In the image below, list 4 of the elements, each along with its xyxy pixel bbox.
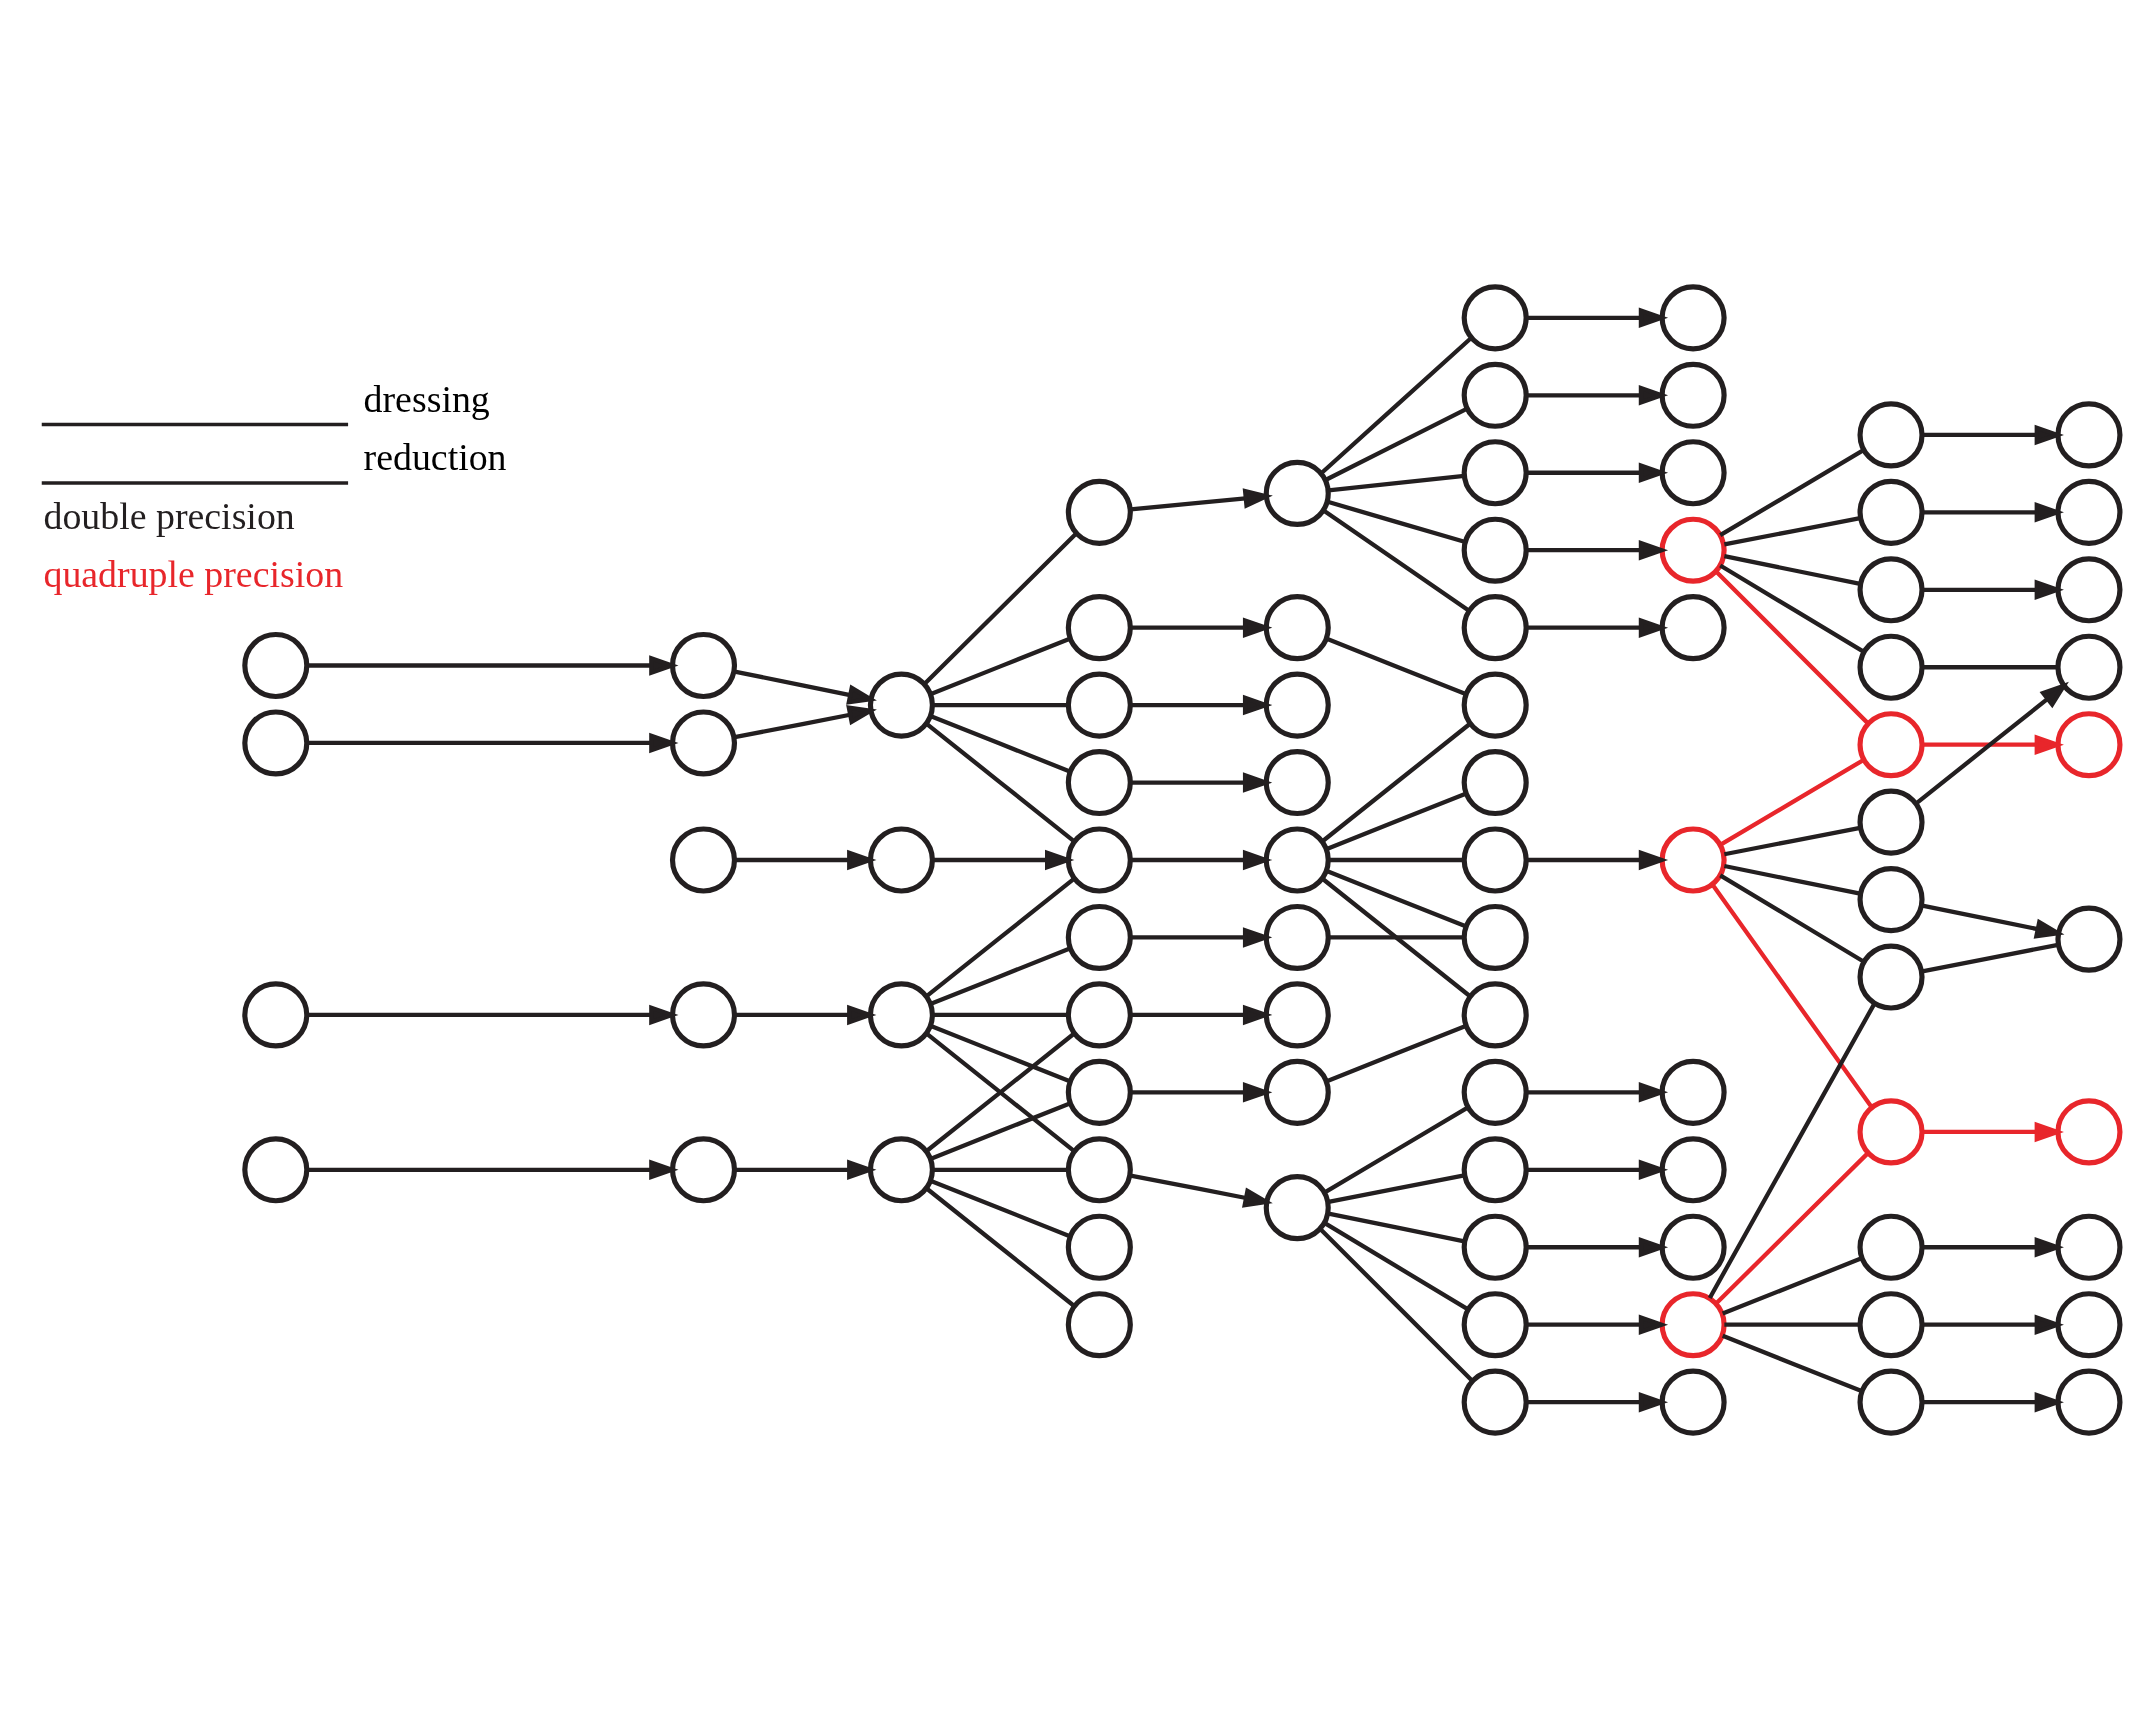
legend-label: dressing xyxy=(363,377,490,420)
legend-label: double precision xyxy=(43,494,295,537)
legend-label: quadruple precision xyxy=(43,553,344,596)
legend-label: reduction xyxy=(363,436,507,479)
